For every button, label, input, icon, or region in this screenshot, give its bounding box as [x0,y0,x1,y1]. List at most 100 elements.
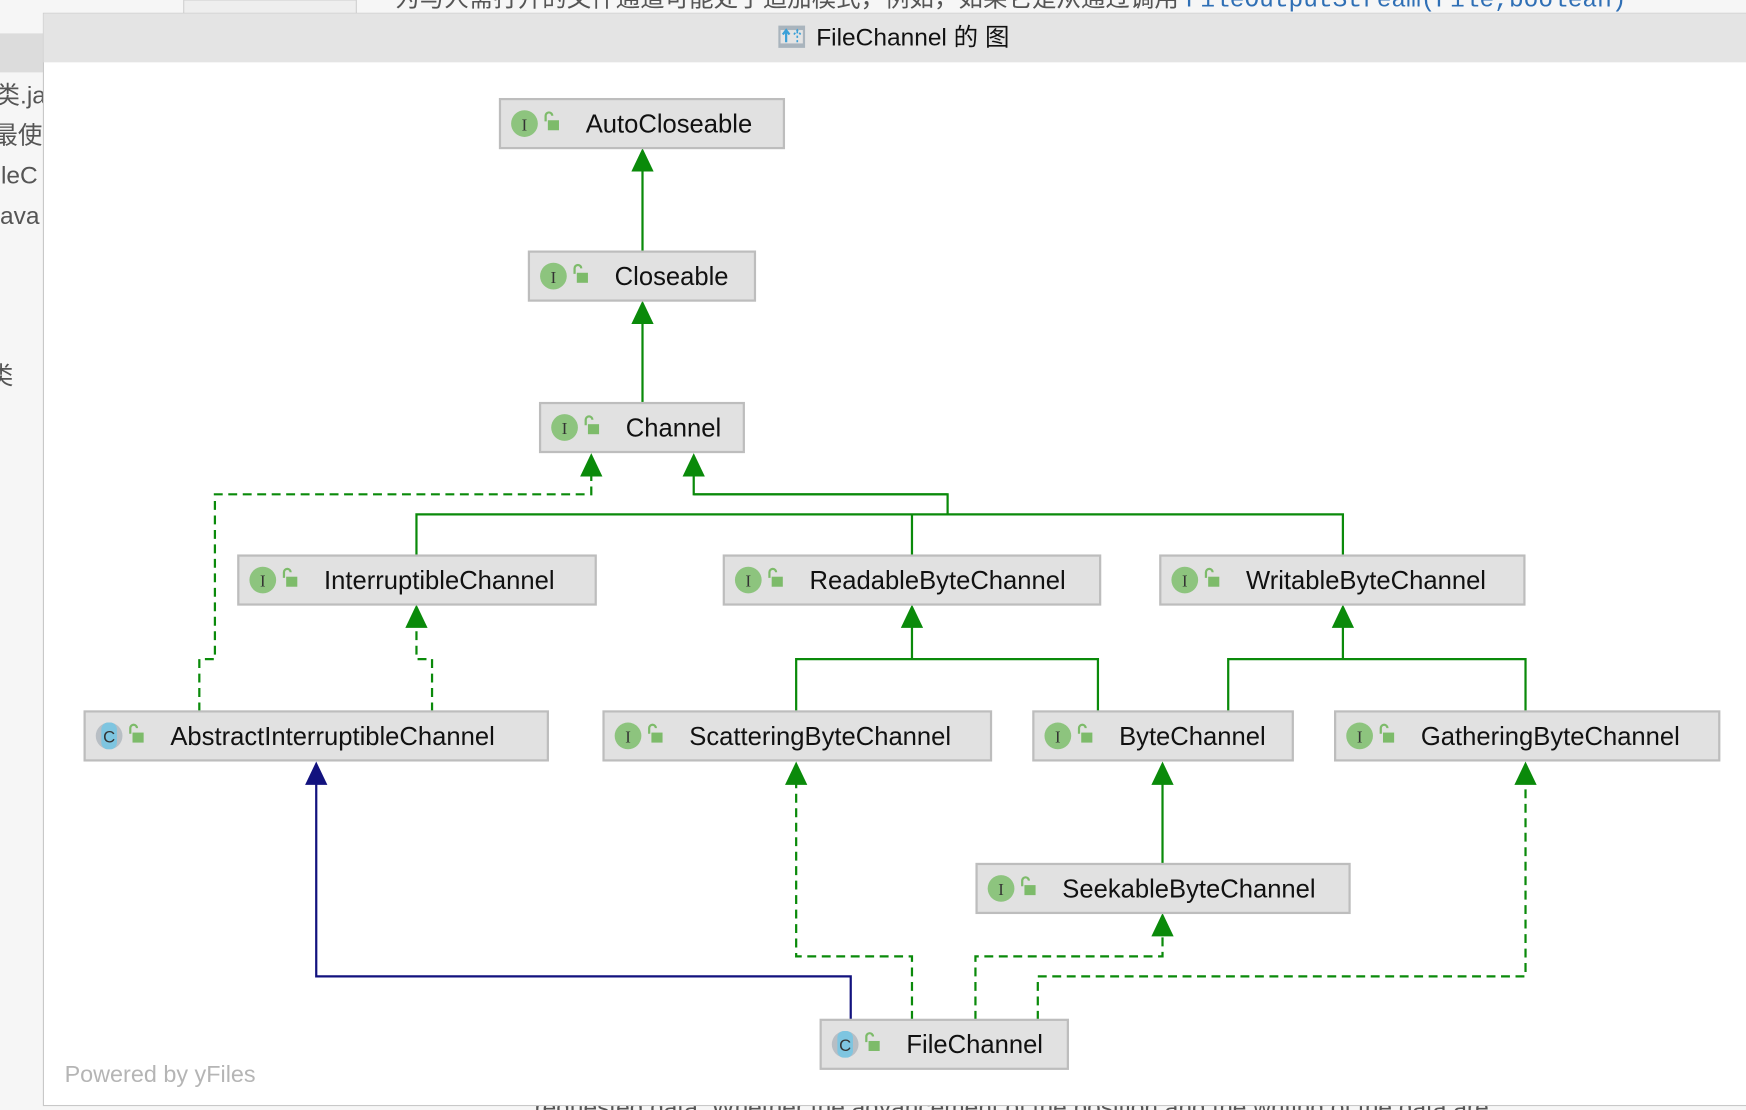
svg-text:I: I [1055,728,1061,747]
node-abstractinterruptiblechannel[interactable]: C AbstractInterruptibleChannel [83,710,549,762]
edge-abstract-channel [198,472,593,712]
node-label: ReadableByteChannel [810,567,1066,595]
arrowhead-icon [305,761,328,785]
node-seekablebytechannel[interactable]: I SeekableByteChannel [975,862,1351,915]
interface-icon: I [249,566,277,594]
node-label: AutoCloseable [586,110,752,138]
node-box[interactable] [83,710,549,762]
public-access-icon [648,723,663,743]
interface-icon: I [540,262,567,290]
class-icon: C [95,722,123,750]
public-access-icon [1021,876,1036,896]
node-readablebytechannel[interactable]: I ReadableByteChannel [722,554,1102,606]
svg-text:I: I [551,268,557,287]
svg-text:C: C [103,728,115,747]
node-label: AbstractInterruptibleChannel [170,723,494,751]
node-label: ByteChannel [1119,723,1266,751]
node-writablebytechannel[interactable]: I WritableByteChannel [1159,554,1526,606]
public-access-icon [573,263,588,283]
side-link[interactable]: 类 [0,362,13,390]
arrowhead-icon [405,604,428,628]
edge-readable-children [795,623,1100,712]
node-label: FileChannel [906,1031,1043,1059]
arrowhead-icon [785,761,808,785]
node-bytechannel[interactable]: I ByteChannel [1032,710,1294,762]
node-label: Channel [626,414,721,442]
diagram-icon [778,25,806,48]
node-box[interactable] [975,862,1351,915]
interface-icon: I [551,414,578,441]
node-closeable[interactable]: I Closeable [527,250,757,302]
node-autocloseable[interactable]: I AutoCloseable [498,97,786,150]
node-interruptiblechannel[interactable]: I InterruptibleChannel [237,554,597,606]
interface-icon: I [511,110,538,137]
node-box[interactable] [1032,710,1294,762]
interface-icon: I [614,722,642,750]
arrowhead-icon [580,453,603,477]
edge-abstract-interruptible [415,623,434,712]
node-box[interactable] [722,554,1102,606]
arrowhead-icon [1151,912,1174,937]
side-panel-header [0,33,44,73]
interface-icon: I [734,566,762,594]
edges [198,148,1537,1020]
class-icon: C [831,1030,859,1058]
node-filechannel[interactable]: C FileChannel [819,1018,1069,1070]
arrowhead-icon [631,300,654,324]
node-box[interactable] [237,554,597,606]
arrowheads [305,148,1537,937]
public-access-icon [129,723,144,743]
svg-text:I: I [260,572,266,591]
public-access-icon [768,567,783,587]
side-text: ileC [0,163,38,190]
arrowhead-icon [1331,604,1355,628]
node-scatteringbytechannel[interactable]: I ScatteringByteChannel [602,710,993,762]
background-doc-text-top: 为与人需打开的文件通道可能处于追加模式，例如，如果它是从通过调用 FileOut… [395,0,1626,15]
edge-filechannel-scattering [795,780,914,1020]
svg-text:C: C [839,1036,851,1055]
window-titlebar[interactable] [43,13,1746,63]
node-label: Closeable [615,263,729,291]
svg-text:I: I [562,419,568,438]
side-link[interactable]: ava [0,203,40,230]
arrowhead-icon [1151,761,1174,785]
public-access-icon [865,1032,880,1051]
arrowhead-icon [631,148,654,172]
node-box[interactable] [1333,710,1721,762]
svg-text:I: I [1357,728,1363,747]
powered-by-label: Powered by yFiles [65,1061,256,1087]
node-label: InterruptibleChannel [324,567,555,595]
svg-text:I: I [746,572,752,591]
node-box[interactable] [602,710,993,762]
public-access-icon [544,111,559,131]
interface-icon: I [987,875,1015,902]
interface-icon: I [1044,722,1072,750]
node-box[interactable] [498,97,786,150]
svg-text:I: I [625,728,631,747]
node-label: WritableByteChannel [1246,567,1486,595]
node-label: SeekableByteChannel [1062,875,1315,903]
edge-filechannel-gathering [1036,780,1527,1020]
arrowhead-icon [900,604,924,628]
interface-icon: I [1346,722,1373,750]
node-channel[interactable]: I Channel [538,401,745,454]
edge-writable-children [1227,623,1527,712]
edge-filechannel-seekable [974,931,1164,1020]
public-access-icon [1204,567,1220,587]
svg-text:I: I [522,115,528,134]
svg-text:I: I [998,880,1004,899]
node-label: ScatteringByteChannel [689,723,951,751]
public-access-icon [282,567,298,587]
edge-filechannel-abstract [315,780,852,1020]
node-label: GatheringByteChannel [1421,723,1680,751]
node-box[interactable] [819,1018,1069,1070]
arrowhead-icon [682,453,705,477]
window-title: FileChannel 的 图 [816,24,1009,52]
public-access-icon [1077,723,1093,743]
public-access-icon [584,415,600,435]
interface-icon: I [1171,566,1199,594]
node-gatheringbytechannel[interactable]: I GatheringByteChannel [1333,710,1721,762]
node-box[interactable] [1159,554,1526,606]
